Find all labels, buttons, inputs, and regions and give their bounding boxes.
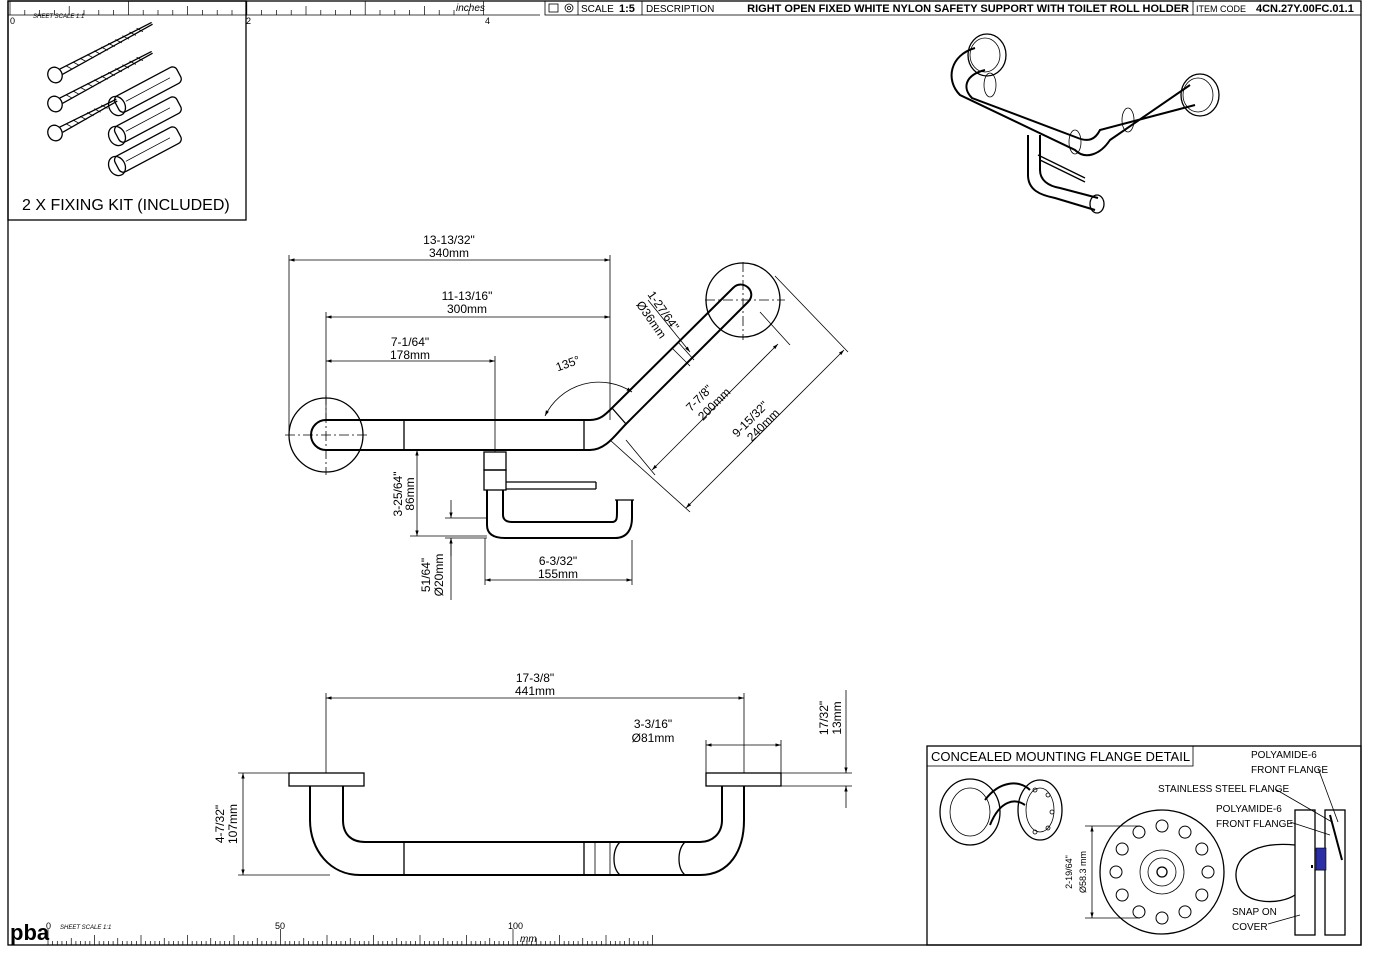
isometric-view <box>950 33 1220 214</box>
scale-value: 1:5 <box>619 3 635 15</box>
flange-iso-illustration <box>939 778 1063 846</box>
sheet-border <box>7 0 1362 946</box>
callout-cover: COVER <box>1232 922 1268 933</box>
flange-hole <box>1132 825 1146 839</box>
flange-dia-inch: 2-19/64" <box>1064 855 1074 889</box>
description-label: DESCRIPTION <box>646 4 714 15</box>
flange-hole <box>1109 865 1123 879</box>
dim-155-inch: 6-3/32" <box>539 554 577 568</box>
fixing-kit-panel: 2 X FIXING KIT (INCLUDED) <box>7 0 247 221</box>
flange-hole <box>1132 905 1146 919</box>
flange-hole <box>1155 911 1169 925</box>
dim-86-inch: 3-25/64" <box>391 472 405 517</box>
front-dimensions: 17-3/8" 441mm 3-3/16" Ø81mm 17/32" 13mm … <box>213 671 852 876</box>
flange-hole <box>1155 819 1169 833</box>
front-view <box>288 772 782 876</box>
callout-polyamide-front-1: POLYAMIDE-6 <box>1251 750 1317 761</box>
callout-stainless-flange: STAINLESS STEEL FLANGE <box>1158 784 1289 795</box>
dim-angle: 135° <box>554 353 582 375</box>
top-ruler-tick-0: 0 <box>10 16 15 26</box>
dim-13-inch: 17/32" <box>817 701 831 735</box>
dim-13-mm: 13mm <box>830 701 844 734</box>
callout-front-flange-2: FRONT FLANGE <box>1216 819 1293 830</box>
flange-hole <box>1195 842 1209 856</box>
flange-hole <box>1115 842 1129 856</box>
logo-text: pba <box>10 920 50 945</box>
item-code: 4CN.27Y.00FC.01.1 <box>1256 3 1354 15</box>
pba-logo: pba <box>10 920 50 945</box>
flange-hole <box>1201 865 1215 879</box>
flange-hole <box>1178 905 1192 919</box>
dim-340-mm: 340mm <box>429 246 469 260</box>
dim-441-mm: 441mm <box>515 684 555 698</box>
top-ruler-tick-4: 4 <box>485 16 490 26</box>
bottom-ruler-unit: mm <box>520 934 537 945</box>
flange-section-view <box>1235 809 1346 936</box>
flange-hole <box>1178 825 1192 839</box>
scale-label: SCALE <box>581 4 614 15</box>
dim-300-mm: 300mm <box>447 302 487 316</box>
top-ruler-scale-label: SHEET SCALE 1:1 <box>33 14 84 20</box>
flange-hole <box>1115 888 1129 902</box>
flange-dia-mm: Ø58.3 mm <box>1078 851 1088 893</box>
dim-86-mm: 86mm <box>403 477 417 510</box>
flange-detail-panel: CONCEALED MOUNTING FLANGE DETAIL 2-19/64… <box>926 745 1362 946</box>
callout-snap-on: SNAP ON <box>1232 907 1277 918</box>
dim-300-inch: 11-13/16" <box>442 289 493 303</box>
bottom-ruler-tick-100: 100 <box>508 921 523 931</box>
dim-81-mm: Ø81mm <box>632 731 675 745</box>
top-ruler-unit: inches <box>456 3 485 14</box>
top-ruler-tick-2: 2 <box>246 16 251 26</box>
dim-20-inch: 51/64" <box>419 558 433 592</box>
bottom-ruler-tick-0: 0 <box>46 921 51 931</box>
wall-plug-illustration <box>107 66 182 177</box>
plan-dimensions: 13-13/32" 340mm 11-13/16" 300mm 7-1/64" … <box>288 233 849 600</box>
bottom-ruler-scale-label: SHEET SCALE 1:1 <box>60 925 111 931</box>
flange-front-view <box>1099 809 1225 935</box>
dim-155-mm: 155mm <box>538 567 578 581</box>
dim-178-inch: 7-1/64" <box>391 335 429 349</box>
bottom-ruler-tick-50: 50 <box>275 921 285 931</box>
bottom-ruler: 0 50 100 SHEET SCALE 1:1 mm <box>38 921 1361 946</box>
dim-107-inch: 4-7/32" <box>213 805 227 843</box>
dim-81-inch: 3-3/16" <box>634 717 672 731</box>
dim-340-inch: 13-13/32" <box>423 233 475 247</box>
callout-polyamide-front-2: POLYAMIDE-6 <box>1216 804 1282 815</box>
dim-20-mm: Ø20mm <box>432 554 446 597</box>
fixing-kit-caption: 2 X FIXING KIT (INCLUDED) <box>22 197 230 214</box>
callout-front-flange-1: FRONT FLANGE <box>1251 765 1328 776</box>
dim-178-mm: 178mm <box>390 348 430 362</box>
flange-hole <box>1195 888 1209 902</box>
flange-detail-title: CONCEALED MOUNTING FLANGE DETAIL <box>931 749 1190 764</box>
projection-symbol-icon <box>548 3 574 13</box>
dim-441-inch: 17-3/8" <box>516 671 554 685</box>
dim-107-mm: 107mm <box>226 804 240 844</box>
description-text: RIGHT OPEN FIXED WHITE NYLON SAFETY SUPP… <box>747 3 1189 15</box>
top-ruler: 0 2 4 SHEET SCALE 1:1 inches <box>8 1 540 26</box>
item-code-label: ITEM CODE <box>1196 4 1246 14</box>
title-block: SCALE 1:5 DESCRIPTION RIGHT OPEN FIXED W… <box>544 0 1362 16</box>
